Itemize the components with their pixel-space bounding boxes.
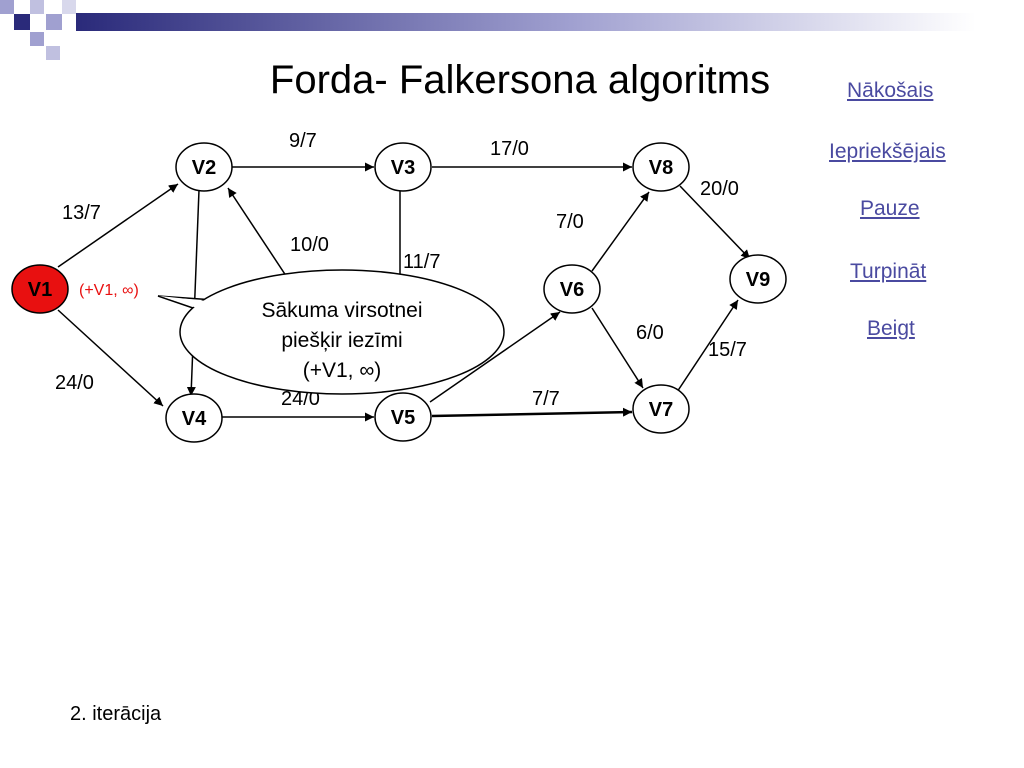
speech-callout: Sākuma virsotnei piešķir iezīmi (+V1, ∞): [157, 269, 505, 395]
edge-label-v7-v9: 15/7: [708, 339, 747, 361]
node-v8: [632, 142, 690, 192]
previous-link[interactable]: Iepriekšējais: [829, 140, 946, 163]
node-v9: [729, 254, 787, 304]
corner-square: [0, 0, 14, 14]
corner-square: [62, 0, 76, 14]
node-label-v1: V1: [28, 279, 52, 301]
node-v5: [374, 392, 432, 442]
edge-v6-v7: [591, 307, 644, 389]
edge-label-v6-v7: 6/0: [636, 322, 664, 344]
pause-link[interactable]: Pauze: [860, 197, 920, 220]
edge-label-v1-v2: 13/7: [62, 202, 101, 224]
node-label-v2: V2: [192, 157, 216, 179]
edge-label-v1-v4: 24/0: [55, 372, 94, 394]
header-gradient-bar: [76, 13, 976, 31]
edge-label-v5-v7: 7/7: [532, 388, 560, 410]
edge-v7-v9: [676, 299, 739, 393]
node-v1: [11, 264, 69, 314]
edge-v1-v4: [57, 309, 164, 407]
corner-square: [30, 0, 44, 14]
edge-v5-v6: [429, 311, 561, 403]
callout-line-1: Sākuma virsotnei: [261, 299, 422, 322]
next-link[interactable]: Nākošais: [847, 79, 934, 102]
edge-label-v3-v5: 11/7: [403, 251, 440, 273]
edge-v5-v7: [431, 407, 633, 418]
edge-v6-v8: [591, 191, 650, 272]
slide-title: Forda- Falkersona algoritms: [269, 58, 771, 102]
node-label-v7: V7: [649, 399, 673, 421]
node-label-v4: V4: [182, 408, 207, 430]
edge-v2-v4: [186, 189, 200, 397]
node-v6: [543, 264, 601, 314]
edge-label-v5-v2: 10/0: [290, 234, 329, 256]
callout-line-2: piešķir iezīmi: [281, 329, 402, 352]
edge-v8-v9: [679, 185, 751, 260]
node-label-v3: V3: [391, 157, 415, 179]
node-label-v9: V9: [746, 269, 770, 291]
edge-label-v6-v8: 7/0: [556, 211, 584, 233]
node-v3: [374, 142, 432, 192]
node-label-v8: V8: [649, 157, 673, 179]
node-label-v5: V5: [391, 407, 415, 429]
corner-square: [46, 14, 62, 30]
resume-link[interactable]: Turpināt: [850, 260, 927, 283]
node-v2: [175, 142, 233, 192]
corner-square: [30, 32, 44, 46]
node-mark-v1: (+V1, ∞): [79, 282, 139, 299]
callout-line-3: (+V1, ∞): [303, 359, 382, 382]
node-label-v6: V6: [560, 279, 584, 301]
corner-decoration: [0, 0, 976, 60]
node-v4: [165, 393, 223, 443]
edge-label-v2-v3: 9/7: [289, 130, 317, 152]
edge-label-v3-v8: 17/0: [490, 138, 529, 160]
end-link[interactable]: Beigt: [867, 317, 915, 340]
iteration-label: 2. iterācija: [70, 703, 162, 725]
node-v7: [632, 384, 690, 434]
corner-square: [14, 14, 30, 30]
corner-square: [46, 46, 60, 60]
edge-v1-v2: [57, 183, 179, 268]
edge-label-v8-v9: 20/0: [700, 178, 739, 200]
callout-bubble: [179, 269, 505, 395]
